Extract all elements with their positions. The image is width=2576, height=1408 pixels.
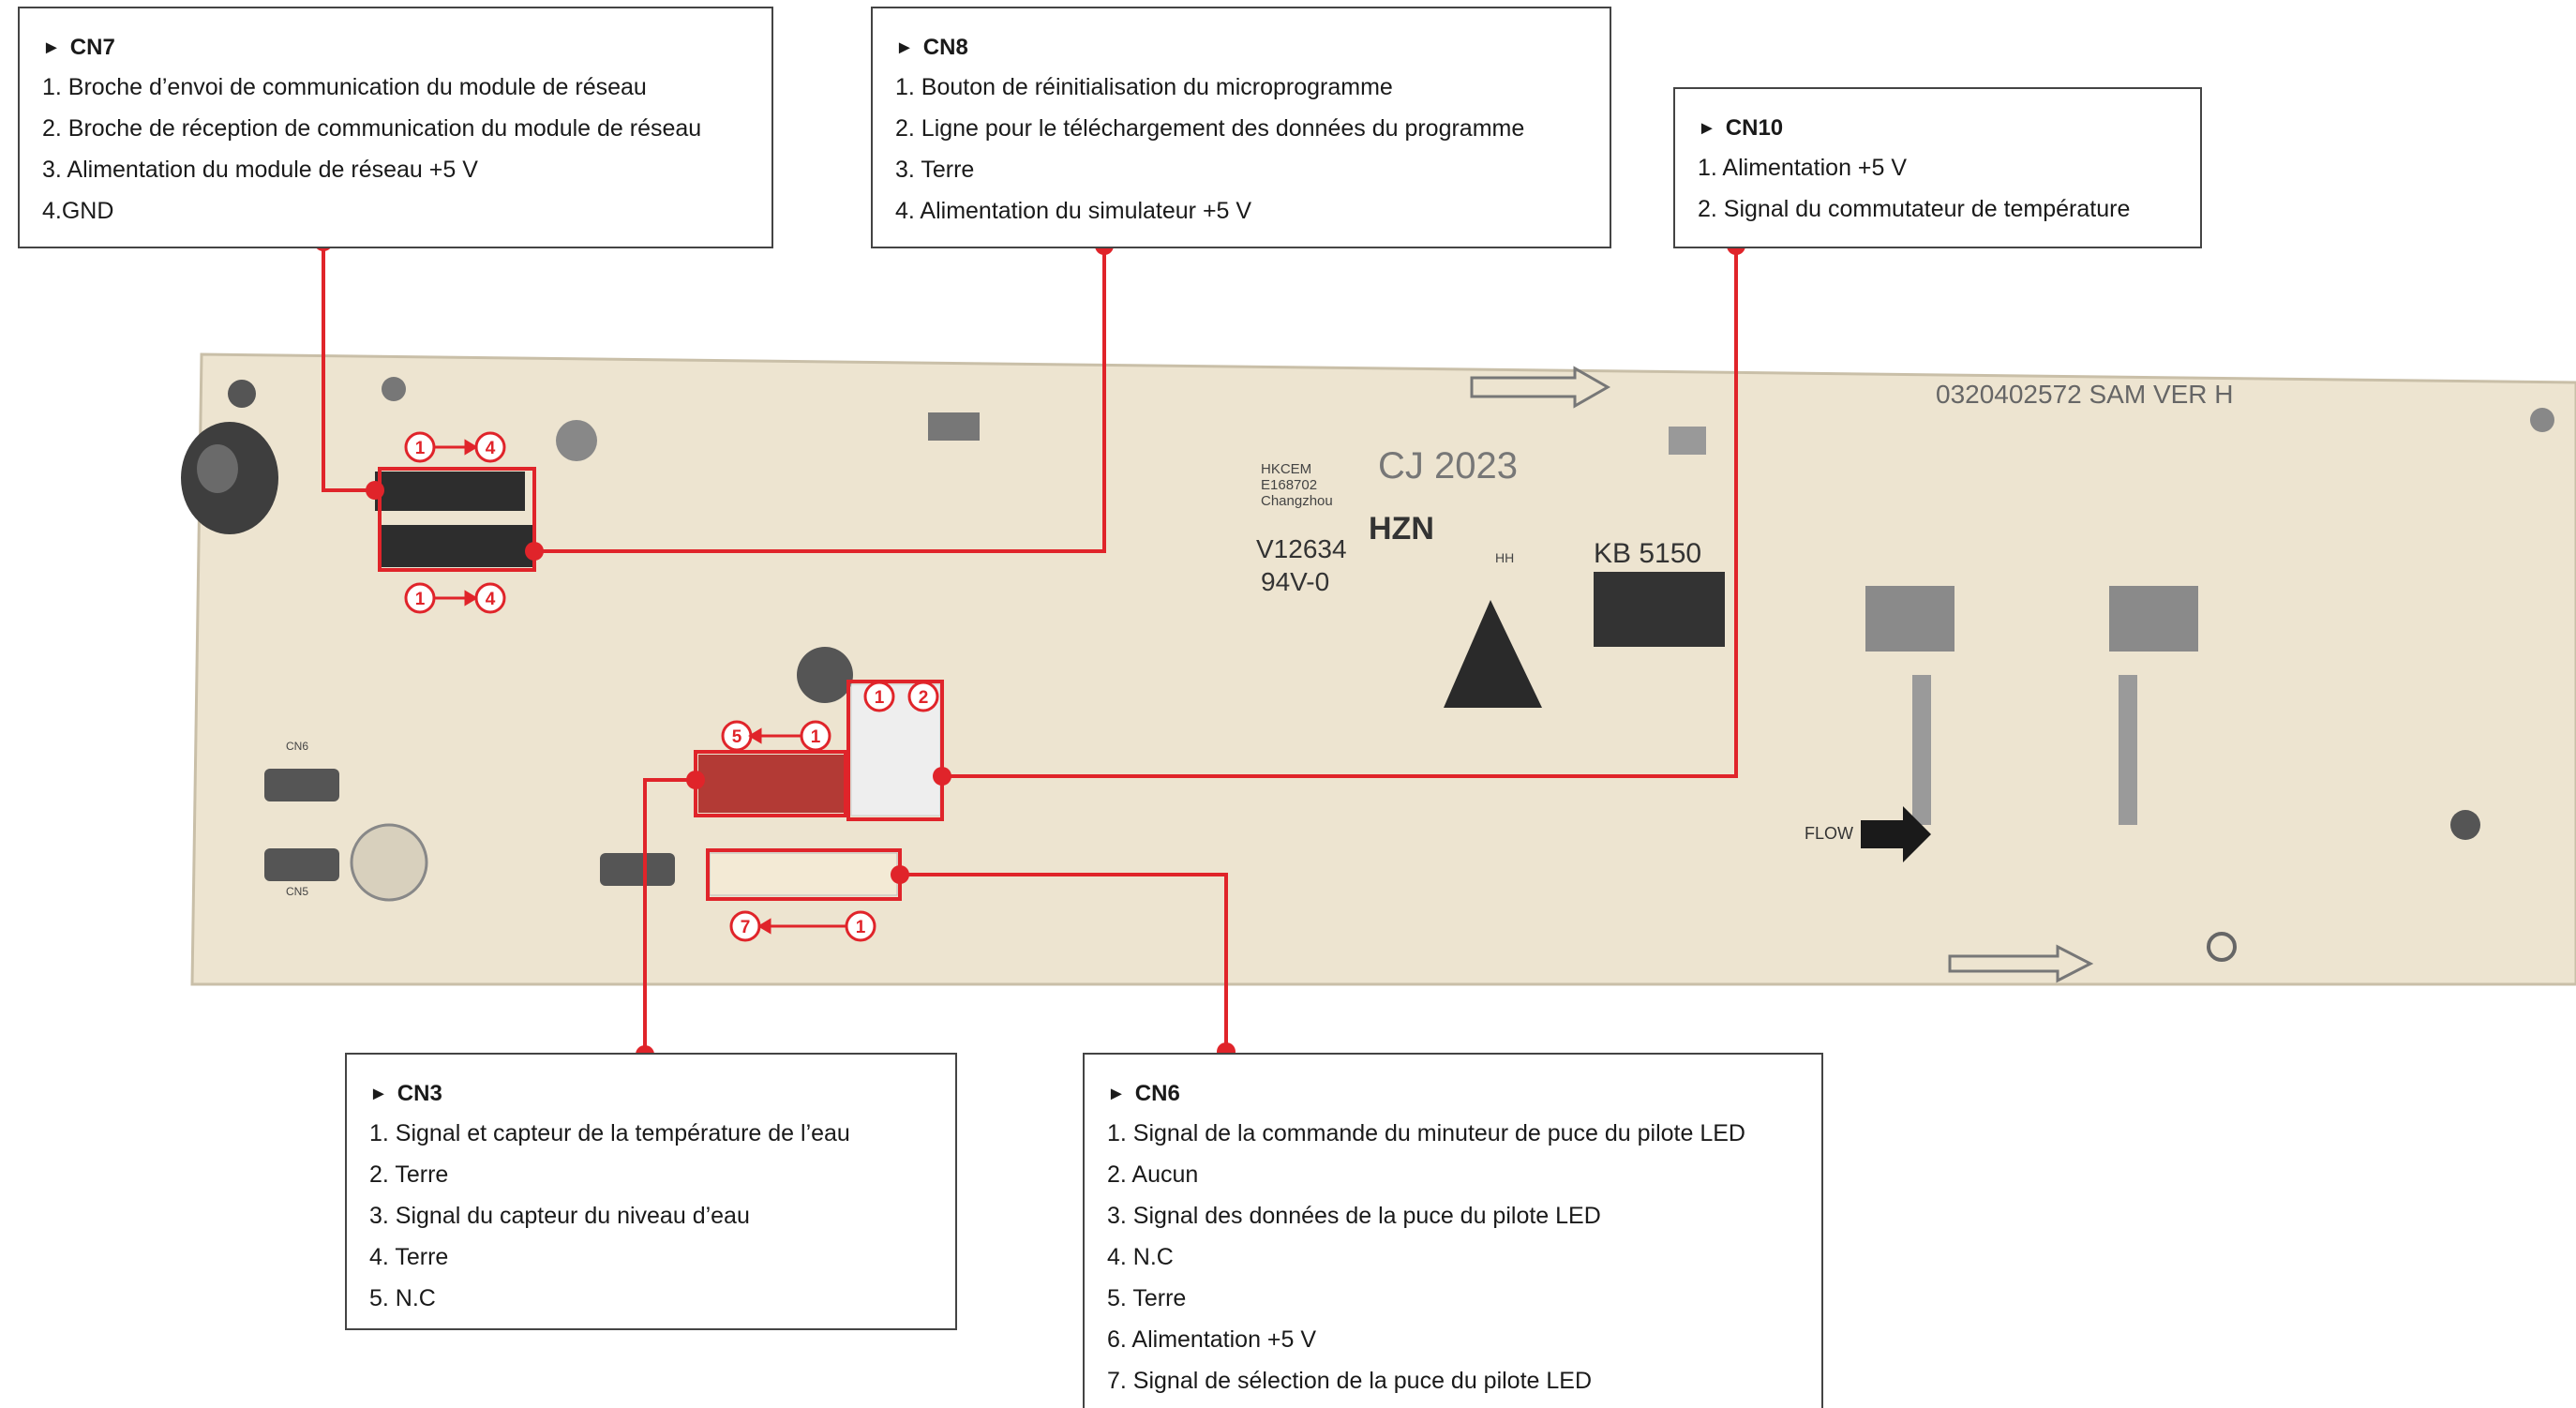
cn6-pin-start: 7 [741,918,751,937]
cn3-line: 1. Signal et capteur de la température d… [369,1113,933,1154]
cn10-line: 1. Alimentation +5 V [1698,147,2178,188]
hzn-silk: HZN [1369,511,1434,547]
flow-silk: FLOW [1805,824,1853,843]
cn8-line: 4. Alimentation du simulateur +5 V [895,190,1587,232]
cn7-line: 3. Alimentation du module de réseau +5 V [42,149,749,190]
cn6-line: 3. Signal des données de la puce du pilo… [1107,1195,1799,1236]
hkcem-silk: HKCEM [1261,461,1311,477]
cn3-line: 4. Terre [369,1236,933,1278]
mount-hole [556,420,597,461]
buzzer [352,825,427,900]
component [1669,427,1706,455]
cn8-connector [380,525,534,567]
capacitor-top [197,444,238,493]
component [2109,586,2198,652]
cn8-line: 3. Terre [895,149,1587,190]
component [264,769,339,801]
mount-hole [2530,408,2554,432]
mount-hole [228,380,256,408]
component [2119,675,2137,825]
flame-rating-silk: 94V-0 [1261,567,1329,596]
cn6-line: 7. Signal de sélection de la puce du pil… [1107,1360,1799,1401]
cn3-connector [698,755,844,813]
cn6-line: 1. Signal de la commande du minuteur de … [1107,1113,1799,1154]
cn6-line: 2. Aucun [1107,1154,1799,1195]
component [1912,675,1931,825]
cn10-line: 2. Signal du commutateur de température [1698,188,2178,230]
component [1865,586,1954,652]
cn3-line: 2. Terre [369,1154,933,1195]
cn8-line: 2. Ligne pour le téléchargement des donn… [895,108,1587,149]
cn10-callout: ►CN10 1. Alimentation +5 V 2. Signal du … [1673,87,2202,248]
changzhou-silk: Changzhou [1261,493,1333,509]
component [600,853,675,886]
cn3-line: 3. Signal du capteur du niveau d’eau [369,1195,933,1236]
cn6-line: 5. Terre [1107,1278,1799,1319]
cn3-pin-end: 1 [811,727,821,747]
mount-hole [797,647,853,703]
cn5-silk: CN5 [286,885,308,898]
cn3-line: 5. N.C [369,1278,933,1319]
mount-hole [2450,810,2480,840]
cn8-line: 1. Bouton de réinitialisation du micropr… [895,67,1587,108]
cn6-connector [710,853,897,895]
cn6-line: 4. N.C [1107,1236,1799,1278]
mount-hole [382,377,406,401]
cn8-title: ►CN8 [895,29,1587,67]
cn7-line: 4.GND [42,190,749,232]
qr-label [1594,572,1725,647]
cn7-line: 2. Broche de réception de communication … [42,108,749,149]
cqc-sub-silk: HH [1495,550,1514,565]
component [928,412,980,441]
e-number-silk: E168702 [1261,477,1317,493]
title-marker-icon: ► [1698,110,1716,147]
cn6-line: 6. Alimentation +5 V [1107,1319,1799,1360]
cn8-pin-start: 1 [415,590,426,609]
cn6-silk: CN6 [286,740,308,753]
cn3-pin-start: 5 [732,727,742,747]
title-marker-icon: ► [1107,1075,1126,1113]
cn3-title: ►CN3 [369,1075,933,1113]
cn8-callout: ►CN8 1. Bouton de réinitialisation du mi… [871,7,1611,248]
cn10-pin-1: 1 [875,688,885,708]
title-marker-icon: ► [42,29,61,67]
cn7-pin-end: 4 [486,439,496,458]
cn7-pin-start: 1 [415,439,426,458]
cj-mark-silk: CJ 2023 [1378,445,1518,487]
cn10-pin-2: 2 [919,688,929,708]
cn6-callout: ►CN6 1. Signal de la commande du minuteu… [1083,1053,1823,1408]
cn6-pin-end: 1 [856,918,866,937]
cn6-title: ►CN6 [1107,1075,1799,1113]
cn3-callout: ►CN3 1. Signal et capteur de la températ… [345,1053,957,1330]
component [264,848,339,881]
title-marker-icon: ► [369,1075,388,1113]
cn7-connector [375,472,525,511]
cn7-line: 1. Broche d’envoi de communication du mo… [42,67,749,108]
cn7-callout: ►CN7 1. Broche d’envoi de communication … [18,7,773,248]
kb-mark-silk: KB 5150 [1594,538,1701,569]
v-rating-silk: V12634 [1256,534,1347,563]
cn7-title: ►CN7 [42,29,749,67]
part-number-silk: 0320402572 SAM VER H [1936,380,2234,409]
cn10-title: ►CN10 [1698,110,2178,147]
title-marker-icon: ► [895,29,914,67]
cn8-pin-end: 4 [486,590,496,609]
